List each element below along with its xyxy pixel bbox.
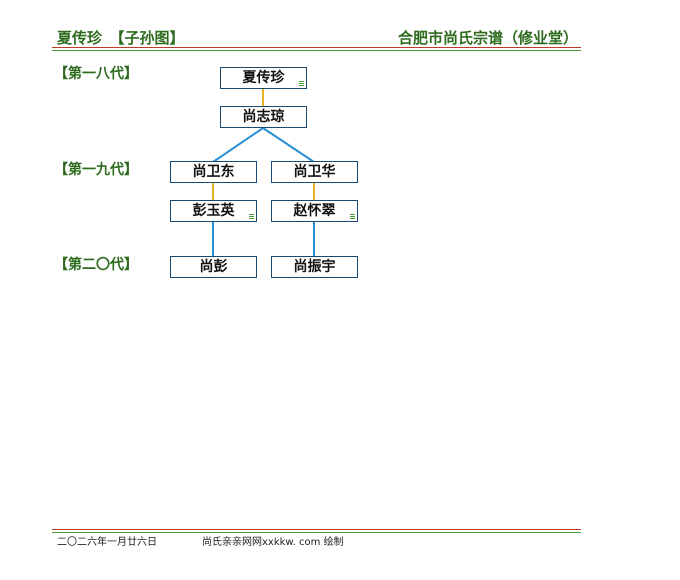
spouse-marker-icon <box>249 214 254 219</box>
generation-label-18: 【第一八代】 <box>54 66 138 82</box>
person-node-shang-zhiliang[interactable]: 尚志琼 <box>220 106 307 128</box>
person-node-shang-weidong[interactable]: 尚卫东 <box>170 161 257 183</box>
descent-link-to-weihua <box>262 127 315 163</box>
header-rule-red <box>52 47 581 48</box>
person-name: 尚振宇 <box>293 259 336 275</box>
person-node-xia-chuanzhen[interactable]: 夏传珍 <box>220 67 307 89</box>
person-name: 夏传珍 <box>242 70 285 86</box>
header-rule-green <box>52 50 581 51</box>
person-name: 尚志琼 <box>242 109 285 125</box>
spouse-marker-icon <box>299 81 304 86</box>
page-title: 夏传珍 【子孙图】 <box>57 29 185 47</box>
person-node-peng-yuying[interactable]: 彭玉英 <box>170 200 257 222</box>
person-name: 尚卫东 <box>192 164 235 180</box>
generation-label-20: 【第二〇代】 <box>54 257 138 273</box>
person-node-shang-weihua[interactable]: 尚卫华 <box>271 161 358 183</box>
footer-rule-red <box>52 529 581 530</box>
person-name: 尚彭 <box>199 259 228 275</box>
footer-credit: 尚氏亲亲网网xxkkw. com 绘制 <box>202 537 344 548</box>
footer-date: 二〇二六年一月廿六日 <box>57 537 157 548</box>
person-node-zhao-huaicui[interactable]: 赵怀翠 <box>271 200 358 222</box>
person-name: 赵怀翠 <box>293 203 336 219</box>
person-name: 尚卫华 <box>293 164 336 180</box>
person-node-shang-zhenyu[interactable]: 尚振宇 <box>271 256 358 278</box>
person-node-shang-peng[interactable]: 尚彭 <box>170 256 257 278</box>
person-name: 彭玉英 <box>192 203 235 219</box>
descent-link-to-weidong <box>212 127 264 163</box>
spouse-marker-icon <box>350 214 355 219</box>
footer-rule-green <box>52 532 581 533</box>
genealogy-title: 合肥市尚氏宗谱（修业堂） <box>398 29 579 47</box>
generation-label-19: 【第一九代】 <box>54 162 138 178</box>
